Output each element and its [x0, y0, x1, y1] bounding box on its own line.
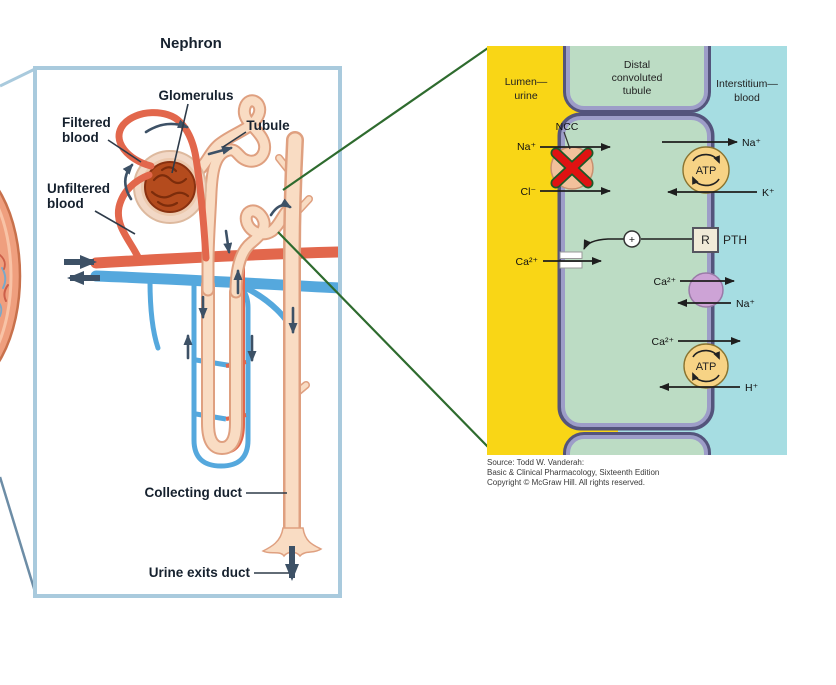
calcium-channel-icon	[559, 251, 583, 269]
plus-sign: +	[629, 234, 635, 246]
glomerulus-label: Glomerulus	[158, 88, 233, 103]
artery-band	[90, 246, 338, 269]
label-pointer-lines	[94, 103, 289, 574]
pth-signal-curve	[583, 238, 624, 250]
lumen-label-2: urine	[514, 90, 538, 102]
k-in-label: K⁺	[762, 187, 775, 199]
kidney-vessels	[0, 254, 9, 317]
zoom-connector-bottom-left	[0, 476, 38, 596]
collecting-duct-label: Collecting duct	[145, 485, 243, 500]
urine-exits-duct-label: Urine exits duct	[149, 565, 251, 580]
na-lumen-label: Na⁺	[517, 141, 536, 153]
kidney-illustration-partial	[0, 189, 22, 363]
ca-lumen-label: Ca²⁺	[516, 256, 539, 268]
pth-label: PTH	[723, 233, 747, 247]
flow-arrows	[122, 119, 298, 362]
na-ca-exchanger-icon	[688, 272, 724, 308]
zoom-connector-green	[277, 47, 489, 448]
plus-icon	[623, 230, 641, 248]
dct-label-2: convoluted	[612, 72, 663, 84]
source-line-3: Copyright © McGraw Hill. All rights rese…	[487, 478, 645, 487]
filtered-blood-label-2: blood	[62, 130, 99, 145]
lumen-label-1: Lumen—	[505, 76, 548, 88]
na-out-label: Na⁺	[742, 137, 761, 149]
sodium-potassium-atp-pump	[682, 146, 730, 194]
cl-lumen-label: Cl⁻	[521, 186, 537, 198]
dct-label-3: tubule	[623, 85, 652, 97]
cell-top	[563, 46, 711, 113]
nephron-illustration	[64, 94, 338, 581]
cell-bottom	[563, 432, 711, 455]
h-in-label: H⁺	[745, 382, 759, 394]
unfiltered-blood-label-2: blood	[47, 196, 84, 211]
interstitium-label-1: Interstitium—	[716, 78, 778, 90]
calcium-atp-pump	[683, 343, 729, 389]
atp-top-label: ATP	[696, 165, 717, 177]
na-mid-label: Na⁺	[736, 298, 755, 310]
unfiltered-blood-label-1: Unfiltered	[47, 181, 110, 196]
source-line-1: Source: Todd W. Vanderah:	[487, 458, 584, 467]
vein-branch-2	[147, 278, 161, 351]
receptor-label: R	[701, 233, 710, 247]
tubule-label: Tubule	[246, 118, 290, 133]
nephron-title: Nephron	[160, 35, 222, 52]
source-line-2: Basic & Clinical Pharmacology, Sixteenth…	[487, 468, 659, 477]
loop-vein	[191, 278, 251, 469]
pth-receptor-box	[692, 227, 719, 253]
proximal-tubule	[179, 94, 272, 297]
zoom-connector-top-left	[0, 67, 36, 88]
blood-in-out-arrows	[64, 255, 100, 285]
ncc-label: NCC	[556, 121, 579, 133]
tubule-loop	[201, 278, 243, 456]
interstitium-label-2: blood	[734, 92, 760, 104]
atp-bottom-label: ATP	[696, 361, 717, 373]
ncc-transporter	[550, 131, 594, 190]
filtered-blood-label-1: Filtered	[62, 115, 111, 130]
vein-band	[90, 270, 338, 294]
dct-label-1: Distal	[624, 59, 650, 71]
ca-mid-label: Ca²⁺	[654, 276, 677, 288]
cell-diagram-panel: Lumen— urine Distal convoluted tubule In…	[487, 46, 787, 455]
ca-bottom-label: Ca²⁺	[652, 336, 675, 348]
collecting-duct-tube	[261, 131, 323, 558]
